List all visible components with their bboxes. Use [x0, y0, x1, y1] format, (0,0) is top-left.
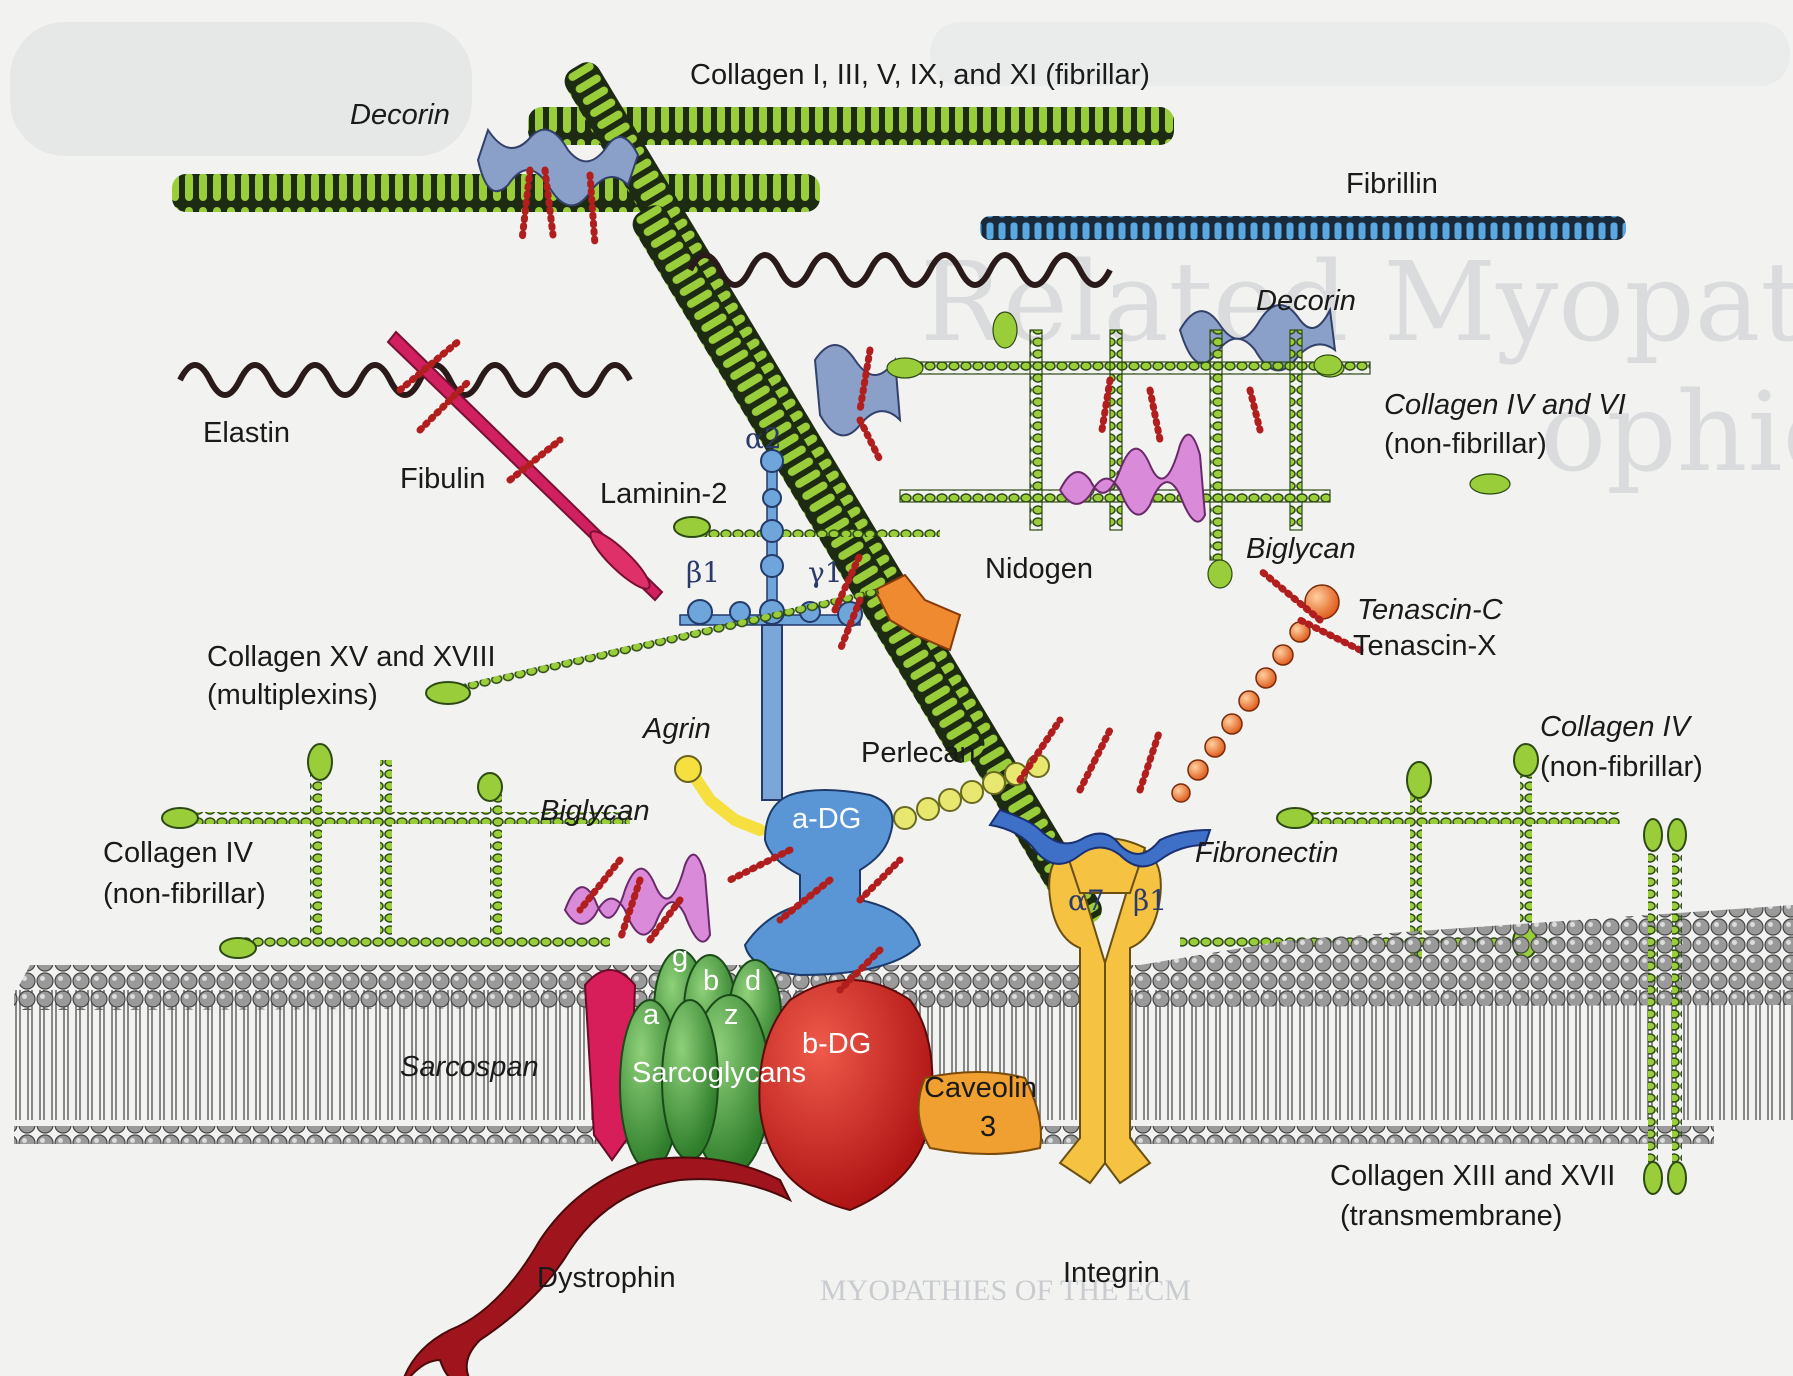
- label-collagen-xv-line1: Collagen XV and XVIII: [207, 641, 496, 673]
- label-tenascin-c: Tenascin-C: [1357, 594, 1504, 626]
- label-alpha2: α2: [745, 422, 782, 455]
- label-decorin-right: Decorin: [1256, 285, 1356, 317]
- label-biglycan-left: Biglycan: [540, 795, 650, 827]
- label-biglycan-right: Biglycan: [1246, 533, 1356, 565]
- label-collagen-xiii-line1: Collagen XIII and XVII: [1330, 1160, 1615, 1192]
- label-sg-b: b: [703, 965, 719, 997]
- label-integrin: Integrin: [1063, 1257, 1160, 1289]
- label-collagen-iv-left-line2: (non-fibrillar): [103, 878, 266, 910]
- label-laminin-2: Laminin-2: [600, 478, 727, 510]
- bg-heading-line2: ophies: [1540, 368, 1793, 496]
- label-collagen-iv-left-line1: Collagen IV: [103, 837, 254, 869]
- label-collagen-iv-vi-line2: (non-fibrillar): [1384, 428, 1547, 460]
- label-collagen-iv-vi-line1: Collagen IV and VI: [1384, 389, 1626, 421]
- label-gamma1: γ1: [808, 556, 843, 589]
- label-alpha7: α7: [1068, 884, 1105, 917]
- label-sg-g: g: [672, 941, 688, 973]
- label-elastin: Elastin: [203, 417, 290, 449]
- label-tenascin-x: Tenascin-X: [1353, 630, 1496, 662]
- label-sg-a: a: [643, 999, 660, 1031]
- bg-heading-line1: Related Myopathies and Muscular: [920, 238, 1793, 366]
- label-a-dg: a-DG: [792, 803, 861, 835]
- label-sarcospan: Sarcospan: [400, 1051, 539, 1083]
- label-nidogen: Nidogen: [985, 553, 1093, 585]
- label-sg-d: d: [745, 965, 761, 997]
- label-b-dg: b-DG: [802, 1028, 871, 1060]
- label-caveolin-line1: Caveolin: [924, 1072, 1037, 1104]
- label-fibronectin: Fibronectin: [1195, 837, 1338, 869]
- label-collagen-xv-line2: (multiplexins): [207, 679, 378, 711]
- label-collagen-iv-right-line1: Collagen IV: [1540, 711, 1693, 743]
- label-collagen-xiii-line2: (transmembrane): [1340, 1200, 1562, 1232]
- label-sarcoglycans: Sarcoglycans: [632, 1057, 806, 1089]
- label-agrin: Agrin: [641, 713, 711, 745]
- label-beta1-laminin: β1: [686, 556, 720, 589]
- label-perlecan: Perlecan: [861, 737, 975, 769]
- label-collagen-iv-right-text: Collagen IV: [1540, 711, 1693, 743]
- label-fibrillin: Fibrillin: [1346, 168, 1438, 200]
- label-decorin-top: Decorin: [350, 99, 450, 131]
- fibrillin-fiber: [980, 216, 1626, 240]
- label-fibulin: Fibulin: [400, 463, 485, 495]
- label-collagen-iv-right-line2: (non-fibrillar): [1540, 751, 1703, 783]
- label-sg-z: z: [724, 999, 739, 1031]
- label-caveolin-line2: 3: [980, 1111, 996, 1143]
- label-beta1-integrin: β1: [1133, 884, 1167, 917]
- label-collagen-fibrillar: Collagen I, III, V, IX, and XI (fibrilla…: [690, 59, 1150, 91]
- label-collagen-iv-vi-text: Collagen IV and VI: [1384, 389, 1626, 421]
- label-dystrophin: Dystrophin: [537, 1262, 676, 1294]
